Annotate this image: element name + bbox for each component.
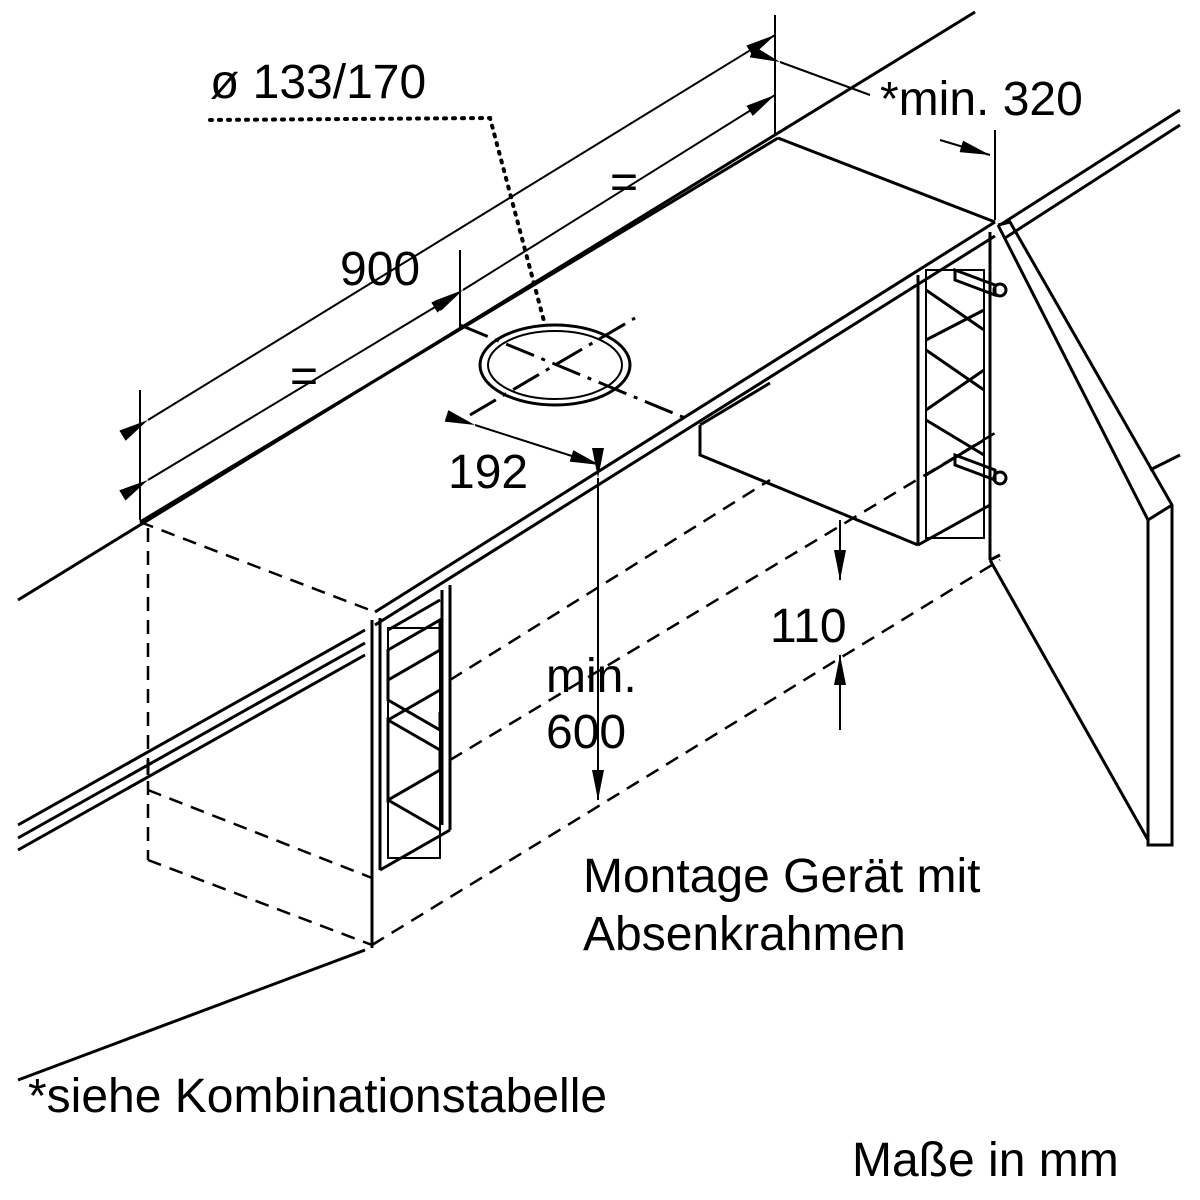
equal-sign-right: =: [610, 156, 638, 209]
duct-diameter-label: ø 133/170: [210, 56, 426, 109]
caption-line-2: Absenkrahmen: [583, 908, 906, 961]
dimension-lines: [119, 15, 1001, 800]
offset-dimension-label: 192: [448, 446, 528, 499]
units-note: Maße in mm: [852, 1134, 1119, 1187]
min-depth-label: *min. 320: [880, 73, 1083, 126]
equal-sign-left: =: [290, 350, 318, 403]
side-panel-right: [916, 232, 1008, 562]
frame-height-label: 110: [770, 600, 847, 653]
caption-line-1: Montage Gerät mit: [583, 850, 981, 903]
min-label: min.: [546, 650, 637, 703]
duct-opening: [459, 316, 691, 422]
side-panel-left: [370, 585, 452, 948]
cabinet-door: [988, 220, 1174, 847]
footnote: *siehe Kombinationstabelle: [28, 1070, 607, 1123]
min-height-label: 600: [546, 706, 626, 759]
hood-body: [698, 381, 919, 547]
width-dimension-label: 900: [340, 243, 420, 296]
worktop: [17, 108, 1181, 1082]
wall-cabinet-top: [139, 136, 996, 627]
